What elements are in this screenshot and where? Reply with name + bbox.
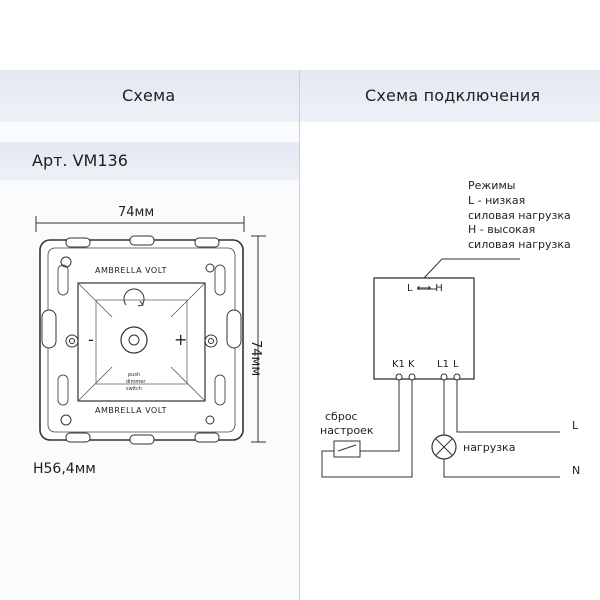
brand-top: AMBRELLA VOLT: [95, 266, 167, 275]
dimmer-knob: [120, 326, 148, 354]
center-label-1: push: [128, 372, 141, 378]
center-label-2: dimmer: [126, 379, 146, 385]
depth-label: H56,4мм: [33, 461, 96, 477]
brand-bottom: AMBRELLA VOLT: [95, 406, 167, 415]
terminal-k: K: [408, 359, 415, 370]
load-label: нагрузка: [463, 441, 516, 454]
terminal-k1: K1: [392, 359, 405, 370]
center-label-3: switch: [126, 386, 142, 392]
article-number: Арт. VM136: [32, 151, 128, 170]
divider: [299, 70, 300, 600]
lh-switch-label: L ⟷ H: [407, 283, 444, 294]
mode-low-2: силовая нагрузка: [468, 209, 571, 222]
reset-label-2: настроек: [320, 424, 374, 437]
width-label: 74мм: [118, 205, 155, 220]
header-right: Схема подключения: [365, 86, 541, 105]
header-band: [0, 70, 600, 122]
reset-button: [333, 440, 361, 458]
line-n-label: N: [572, 464, 581, 477]
minus-sign: -: [88, 330, 94, 349]
terminal-l1: L1: [437, 359, 449, 370]
modes-title: Режимы: [468, 179, 516, 192]
terminal-l: L: [453, 359, 459, 370]
reset-label-1: сброс: [325, 410, 358, 423]
mode-high: H - высокая: [468, 223, 536, 236]
plus-sign: +: [174, 330, 188, 349]
line-l-label: L: [572, 419, 579, 432]
mode-low: L - низкая: [468, 194, 526, 207]
header-left: Схема: [122, 86, 176, 105]
mode-high-2: силовая нагрузка: [468, 238, 571, 251]
article-band: Арт. VM136: [0, 142, 299, 180]
